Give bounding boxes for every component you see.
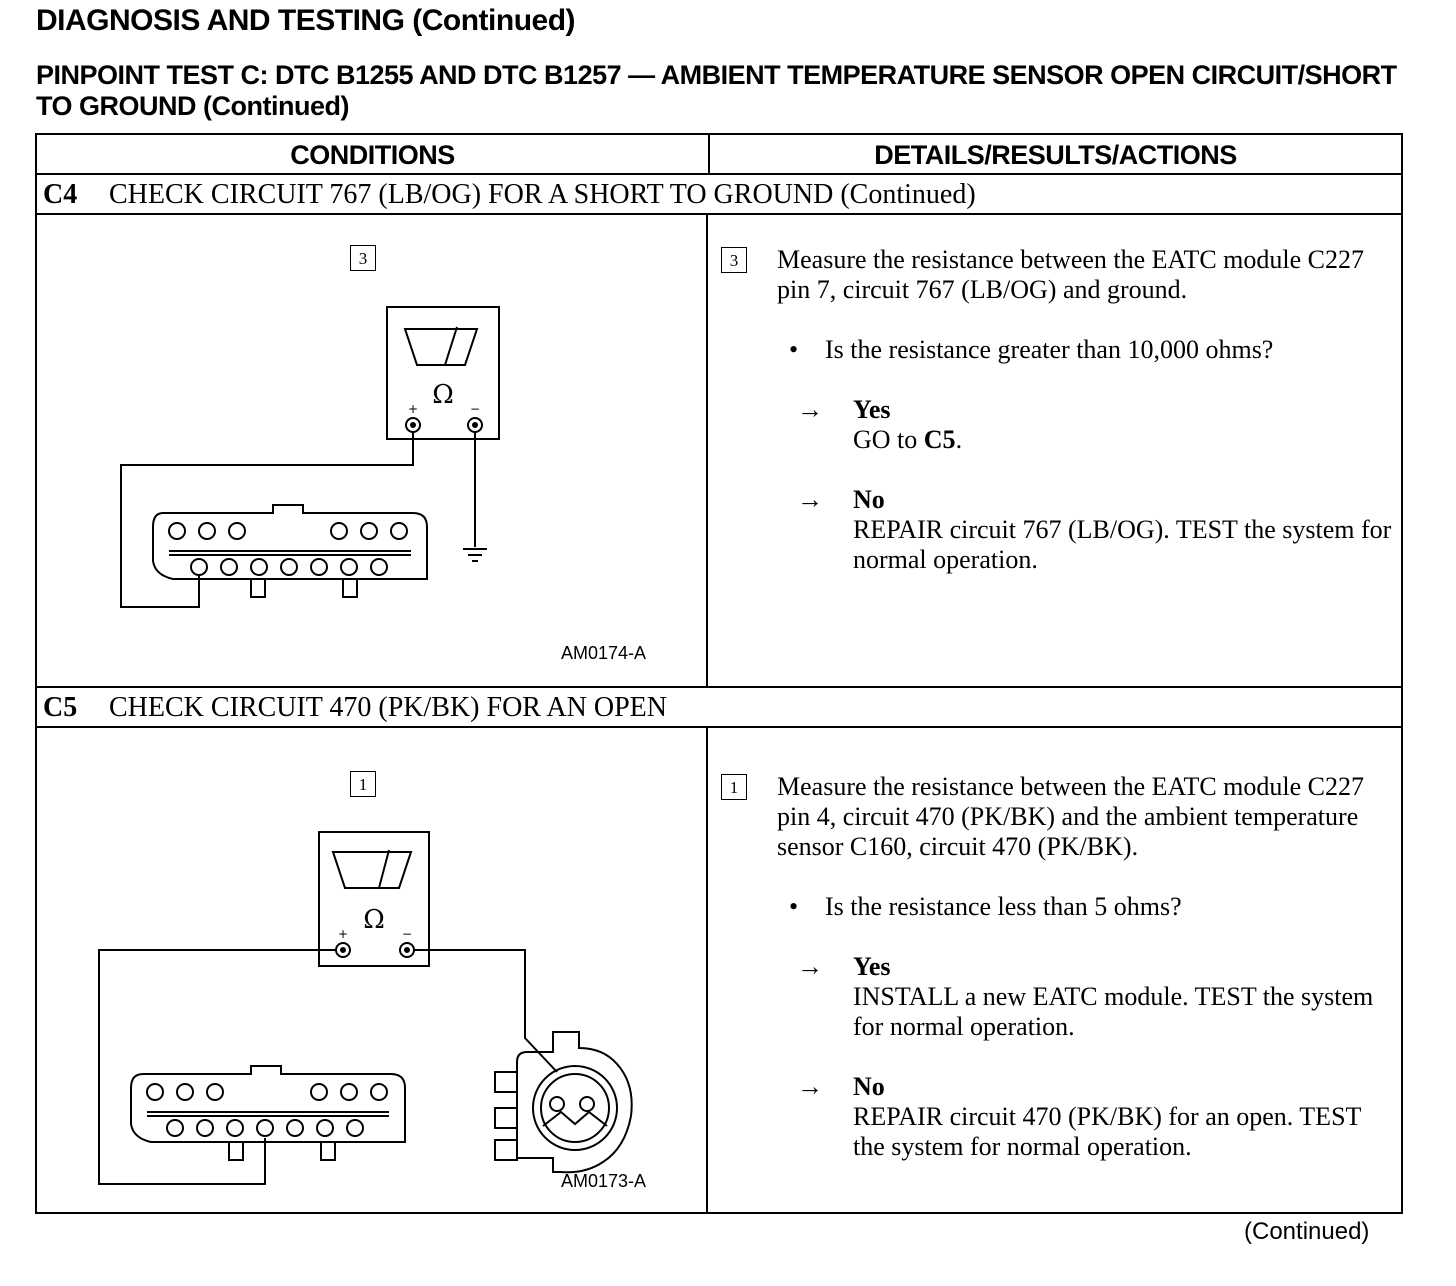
header-divider: [37, 173, 1401, 175]
c4-eatc-connector: [152, 504, 428, 598]
c5-ohmmeter: [318, 831, 430, 967]
c5-diagram-step-number: 1: [350, 771, 376, 797]
c4-detail-step-number: 3: [721, 247, 747, 273]
c5-title-divider: [37, 726, 1401, 728]
c4-details: 3 Measure the resistance between the EAT…: [721, 215, 1391, 685]
c4-instruction: Measure the resistance between the EATC …: [777, 245, 1364, 304]
c5-detail-step-number: 1: [721, 774, 747, 800]
c5-ambient-temperature-sensor: [494, 1031, 633, 1174]
c5-negative-lead: [414, 949, 558, 1073]
c4-yes-text-suffix: .: [955, 425, 963, 454]
c4-question: • Is the resistance greater than 10,000 …: [789, 335, 1385, 365]
c4-meter-minus-label: −: [470, 402, 480, 416]
header-column-divider: [708, 135, 710, 173]
c4-diagram-step-number: 3: [350, 245, 376, 271]
section-title: DIAGNOSIS AND TESTING (Continued): [36, 4, 576, 37]
c5-meter-plus-label: +: [338, 927, 348, 941]
c4-figure-id: AM0174-A: [561, 643, 647, 663]
c4-yes-goto-step: C5: [923, 425, 956, 454]
c5-meter-needle: [378, 849, 390, 889]
c5-details: 1 Measure the resistance between the EAT…: [721, 728, 1391, 1214]
c4-question-text: Is the resistance greater than 10,000 oh…: [825, 335, 1274, 364]
c4-no-text: REPAIR circuit 767 (LB/OG). TEST the sys…: [853, 515, 1392, 574]
c4-step-title: CHECK CIRCUIT 767 (LB/OG) FOR A SHORT TO…: [109, 179, 976, 210]
c4-meter-plus-label: +: [408, 402, 418, 416]
c4-positive-lead: [120, 432, 414, 608]
c5-yes-text: INSTALL a new EATC module. TEST the syst…: [853, 982, 1374, 1041]
c5-figure-id: AM0173-A: [561, 1171, 647, 1191]
c5-question-bullet: •: [789, 892, 799, 921]
c4-meter-needle: [444, 326, 458, 366]
c5-eatc-connector: [130, 1065, 406, 1161]
c5-no-label: No: [853, 1072, 885, 1101]
c4-yes-arrow-icon: →: [797, 395, 823, 424]
c5-step-title: CHECK CIRCUIT 470 (PK/BK) FOR AN OPEN: [109, 692, 667, 723]
details-column-header: DETAILS/RESULTS/ACTIONS: [874, 140, 1237, 170]
test-title: PINPOINT TEST C: DTC B1255 AND DTC B1257…: [36, 60, 1397, 121]
c5-top-divider: [37, 686, 1401, 688]
c5-question-text: Is the resistance less than 5 ohms?: [825, 892, 1182, 921]
c5-ohmmeter-body: [318, 831, 430, 967]
c4-meter-ohm-symbol: Ω: [432, 380, 454, 410]
c5-meter-ohm-symbol: Ω: [363, 905, 385, 935]
c5-no-text: REPAIR circuit 470 (PK/BK) for an open. …: [853, 1102, 1361, 1161]
c5-ohmmeter-sensor-diagram: Ω + −: [98, 831, 633, 1185]
c4-ohmmeter: [386, 306, 500, 440]
c5-step-title-row: C5 CHECK CIRCUIT 470 (PK/BK) FOR AN OPEN: [43, 688, 667, 726]
c4-ohmmeter-connector-diagram: Ω + −: [120, 306, 500, 608]
c5-yes-arrow-icon: →: [797, 952, 823, 981]
c4-yes-label: Yes: [853, 395, 891, 424]
continued-footer: (Continued): [1244, 1218, 1370, 1245]
c4-ground-symbol-icon: [463, 548, 487, 562]
c4-yes-text: GO to C5.: [853, 425, 1393, 455]
c4-step-title-row: C4 CHECK CIRCUIT 767 (LB/OG) FOR A SHORT …: [43, 175, 976, 213]
c5-question: • Is the resistance less than 5 ohms?: [789, 892, 1385, 922]
conditions-column-header: CONDITIONS: [290, 140, 455, 170]
c4-yes-text-prefix: GO to: [853, 425, 924, 454]
c5-step-id: C5: [43, 692, 78, 723]
c4-ohmmeter-body: [386, 306, 500, 440]
c5-positive-lead: [98, 949, 336, 1185]
c5-yes-label: Yes: [853, 952, 891, 981]
c4-no-arrow-icon: →: [797, 485, 823, 514]
c5-no-arrow-icon: →: [797, 1072, 823, 1101]
c4-title-divider: [37, 213, 1401, 215]
c4-no-label: No: [853, 485, 885, 514]
c4-meter-dial: [403, 328, 479, 366]
c5-column-divider: [706, 726, 708, 1214]
c5-meter-dial: [331, 851, 413, 889]
c5-instruction: Measure the resistance between the EATC …: [777, 772, 1364, 861]
c4-step-id: C4: [43, 179, 78, 210]
c5-meter-minus-label: −: [402, 927, 412, 941]
c4-column-divider: [706, 213, 708, 686]
c4-question-bullet: •: [789, 335, 799, 364]
